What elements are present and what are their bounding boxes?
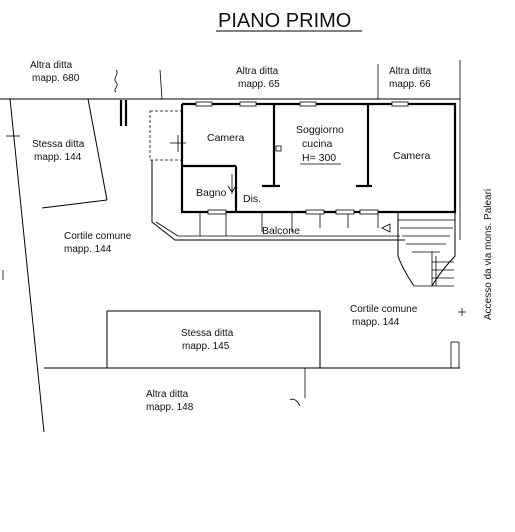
svg-text:Cortile comune: Cortile comune: [64, 231, 132, 242]
boundary-lines: [0, 60, 461, 433]
wall-stub: [119, 100, 128, 126]
svg-text:Soggiorno: Soggiorno: [296, 124, 344, 136]
room-bagno: Bagno: [196, 187, 227, 199]
svg-text:cucina: cucina: [302, 138, 333, 150]
access-label: Accesso da via mons. Paleari: [483, 189, 494, 320]
room-dis: Dis.: [243, 193, 261, 205]
svg-text:mapp. 66: mapp. 66: [389, 79, 431, 90]
plan-title: PIANO PRIMO: [218, 10, 351, 32]
svg-text:mapp. 144: mapp. 144: [352, 317, 400, 328]
label-mapp-148: Altra ditta mapp. 148: [146, 389, 194, 413]
label-mapp-66: Altra ditta mapp. 66: [389, 66, 432, 90]
svg-text:Altra ditta: Altra ditta: [236, 66, 279, 77]
label-courtyard-left: Cortile comune mapp. 144: [64, 231, 132, 255]
parcel-mapp-145: [106, 310, 321, 369]
staircase: [397, 212, 456, 287]
balcony: [151, 160, 405, 241]
svg-text:Altra ditta: Altra ditta: [389, 66, 432, 77]
room-balcone: Balcone: [262, 225, 300, 237]
top-windows: [195, 101, 409, 107]
svg-text:mapp. 680: mapp. 680: [32, 73, 80, 84]
svg-text:H= 300: H= 300: [302, 152, 336, 164]
label-mapp-145: Stessa ditta mapp. 145: [181, 328, 234, 352]
label-mapp-65: Altra ditta mapp. 65: [236, 66, 280, 90]
room-soggiorno: Soggiorno cucina H= 300: [296, 124, 344, 165]
boundary-markers: [2, 69, 466, 407]
svg-text:Stessa ditta: Stessa ditta: [32, 139, 85, 150]
svg-text:Stessa ditta: Stessa ditta: [181, 328, 234, 339]
label-mapp-680: Altra ditta mapp. 680: [30, 60, 80, 84]
svg-text:mapp. 145: mapp. 145: [182, 341, 230, 352]
svg-text:mapp. 144: mapp. 144: [34, 152, 82, 163]
svg-text:mapp. 65: mapp. 65: [238, 79, 280, 90]
bagno-door: [227, 174, 237, 194]
svg-text:Altra ditta: Altra ditta: [146, 389, 189, 400]
svg-text:mapp. 144: mapp. 144: [64, 244, 112, 255]
label-courtyard-right: Cortile comune mapp. 144: [350, 304, 418, 328]
svg-text:Cortile comune: Cortile comune: [350, 304, 418, 315]
svg-text:Altra ditta: Altra ditta: [30, 60, 73, 71]
svg-text:mapp. 148: mapp. 148: [146, 402, 194, 413]
soggiorno-marker: [275, 145, 282, 152]
room-camera-left: Camera: [207, 132, 245, 144]
annex-dashed: [149, 110, 186, 161]
room-camera-right: Camera: [393, 150, 431, 162]
label-mapp-144-same: Stessa ditta mapp. 144: [32, 139, 85, 163]
